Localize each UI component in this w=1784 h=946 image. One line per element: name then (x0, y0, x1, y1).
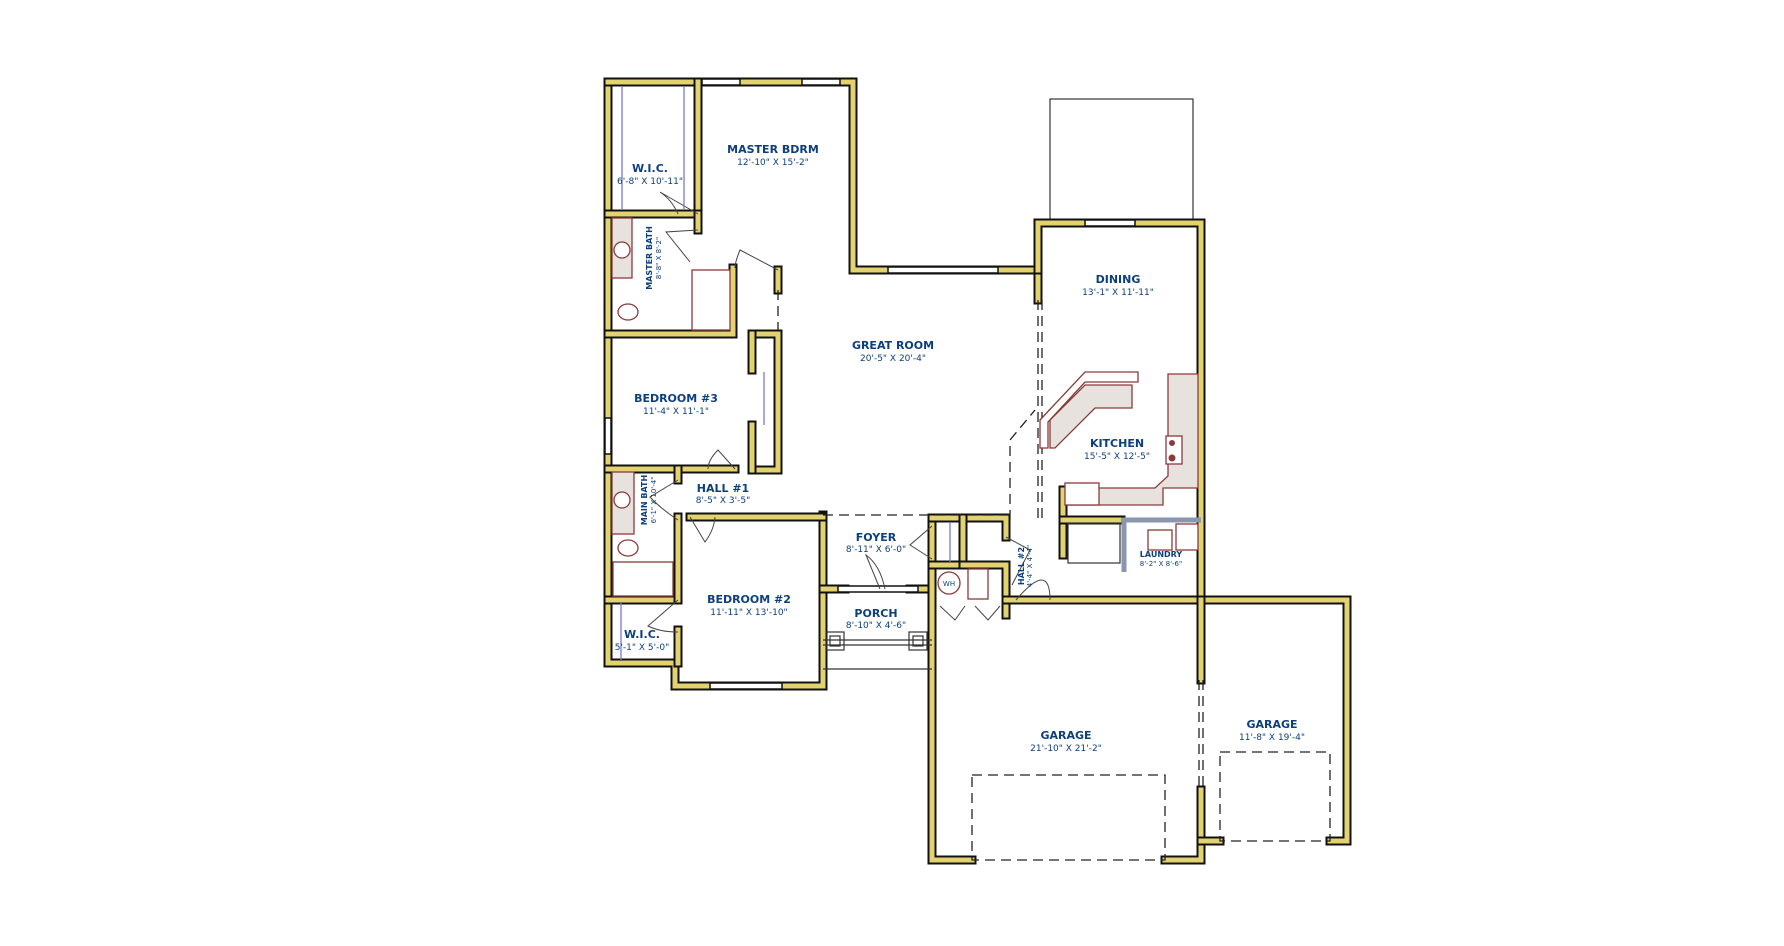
porch-columns (823, 631, 932, 670)
svg-text:HALL #1: HALL #1 (697, 482, 749, 495)
room-bedroom-2: BEDROOM #2 11'-11" X 13'-10" (707, 593, 791, 618)
svg-text:20'-5" X 20'-4": 20'-5" X 20'-4" (860, 354, 926, 364)
svg-text:21'-10" X 21'-2": 21'-10" X 21'-2" (1030, 744, 1102, 754)
svg-text:5'-1" X 5'-0": 5'-1" X 5'-0" (615, 643, 670, 653)
svg-text:KITCHEN: KITCHEN (1090, 437, 1144, 450)
water-heater-label: WH (943, 580, 955, 588)
wall (605, 79, 826, 689)
room-dining: DINING 13'-1" X 11'-11" (1082, 273, 1154, 298)
room-garage-side: GARAGE 11'-8" X 19'-4" (1239, 718, 1305, 743)
wall-outline (927, 513, 968, 570)
svg-text:W.I.C.: W.I.C. (624, 628, 660, 641)
room-master-bedroom: MASTER BDRM 12'-10" X 15'-2" (727, 143, 819, 168)
deck-outline (1049, 98, 1194, 224)
svg-text:MASTER BDRM: MASTER BDRM (727, 143, 819, 156)
svg-text:LAUNDRY: LAUNDRY (1140, 550, 1183, 559)
svg-text:6'-1" X 10'-4": 6'-1" X 10'-4" (650, 477, 658, 524)
room-great-room: GREAT ROOM 20'-5" X 20'-4" (852, 339, 934, 364)
wall (929, 515, 1009, 540)
svg-text:6'-8" X 10'-11": 6'-8" X 10'-11" (617, 177, 683, 187)
walls (603, 77, 1352, 865)
svg-text:8'-8" X 8'-2": 8'-8" X 8'-2" (655, 237, 663, 279)
wall (1162, 787, 1204, 863)
wall-outline (1160, 785, 1206, 865)
appliances: WH (937, 523, 1199, 600)
kitchen-cabinets (1039, 371, 1199, 564)
svg-text:13'-1" X 11'-11": 13'-1" X 11'-11" (1082, 288, 1154, 298)
svg-text:BEDROOM #2: BEDROOM #2 (707, 593, 791, 606)
wall (749, 331, 781, 473)
svg-text:4'-4" X 4'-4": 4'-4" X 4'-4" (1026, 545, 1034, 587)
svg-text:BEDROOM #3: BEDROOM #3 (634, 392, 718, 405)
doors (647, 191, 1051, 633)
svg-text:8'-11" X 6'-0": 8'-11" X 6'-0" (846, 545, 906, 555)
svg-text:8'-2" X 8'-6": 8'-2" X 8'-6" (1140, 560, 1182, 568)
svg-text:FOYER: FOYER (856, 531, 897, 544)
wall (929, 515, 966, 568)
room-kitchen: KITCHEN 15'-5" X 12'-5" (1084, 437, 1150, 462)
svg-text:8'-5" X 3'-5": 8'-5" X 3'-5" (696, 496, 751, 506)
svg-text:GARAGE: GARAGE (1246, 718, 1297, 731)
svg-text:W.I.C.: W.I.C. (632, 162, 668, 175)
svg-text:11'-4" X 11'-1": 11'-4" X 11'-1" (643, 407, 709, 417)
svg-text:15'-5" X 12'-5": 15'-5" X 12'-5" (1084, 452, 1150, 462)
openings (777, 290, 1331, 861)
room-wic-lower: W.I.C. 5'-1" X 5'-0" (615, 628, 670, 653)
svg-text:MASTER BATH: MASTER BATH (645, 226, 654, 290)
room-garage-main: GARAGE 21'-10" X 21'-2" (1030, 729, 1102, 754)
room-bedroom-3: BEDROOM #3 11'-4" X 11'-1" (634, 392, 718, 417)
room-hall-1: HALL #18'-5" X 3'-5" (696, 482, 751, 506)
bath-fixtures (611, 217, 731, 597)
svg-text:11'-8" X 19'-4": 11'-8" X 19'-4" (1239, 733, 1305, 743)
wall (929, 515, 975, 863)
windows (604, 78, 1136, 690)
svg-text:DINING: DINING (1096, 273, 1141, 286)
wall (605, 79, 1041, 303)
wall-outline (927, 513, 1011, 542)
svg-text:GARAGE: GARAGE (1040, 729, 1091, 742)
room-wic-master: W.I.C. 6'-8" X 10'-11" (617, 162, 683, 187)
svg-text:12'-10" X 15'-2": 12'-10" X 15'-2" (737, 158, 809, 168)
svg-text:MAIN BATH: MAIN BATH (640, 475, 649, 525)
svg-text:HALL #2: HALL #2 (1017, 547, 1026, 585)
svg-text:11'-11" X 13'-10": 11'-11" X 13'-10" (710, 608, 787, 618)
room-labels: W.I.C. 6'-8" X 10'-11" MASTER BDRM 12'-10"… (615, 143, 1305, 754)
svg-text:GREAT ROOM: GREAT ROOM (852, 339, 934, 352)
closet-shelves (620, 86, 951, 660)
svg-text:8'-10" X 4'-6": 8'-10" X 4'-6" (846, 621, 906, 631)
wall (1003, 597, 1350, 844)
svg-text:PORCH: PORCH (854, 607, 897, 620)
wall (605, 265, 736, 337)
